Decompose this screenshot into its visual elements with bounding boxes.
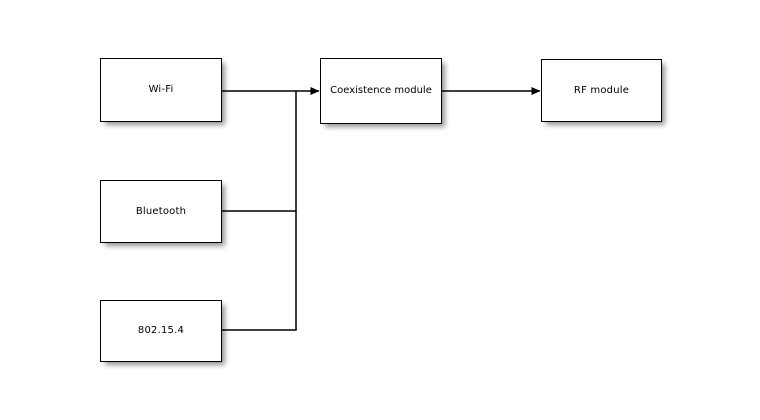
block-802154-label: 802.15.4 (137, 325, 185, 336)
block-rf-module-label: RF module (573, 84, 630, 96)
block-wifi[interactable]: Wi-Fi (100, 58, 222, 122)
block-bluetooth[interactable]: Bluetooth (100, 180, 222, 243)
block-rf-module[interactable]: RF module (541, 59, 662, 122)
block-802154[interactable]: 802.15.4 (100, 300, 222, 362)
block-coexistence-module-label: Coexistence module (330, 85, 432, 96)
block-bluetooth-label: Bluetooth (135, 205, 187, 217)
block-wifi-label: Wi-Fi (148, 84, 174, 95)
block-coexistence-module[interactable]: Coexistence module (320, 58, 442, 124)
